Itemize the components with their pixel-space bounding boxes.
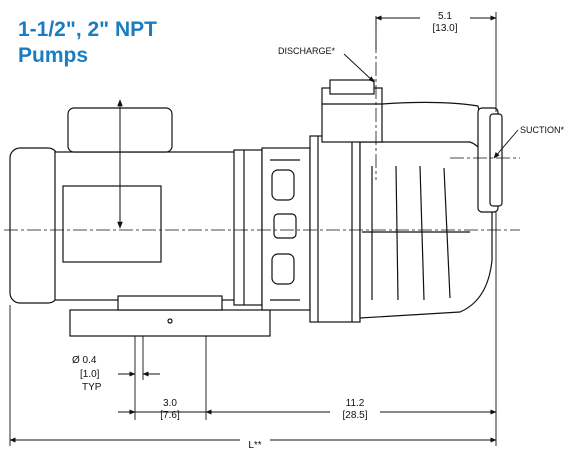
bolt-hole-mark [167,318,173,324]
top-width-mm: [13.0] [432,23,457,34]
hole-to-end-mm: [28.5] [342,410,367,421]
bolt-hole-mm: [1.0] [80,369,100,380]
overall-length-label: L** [248,440,261,451]
motor-end-cap [9,147,59,304]
callout-leaders [343,53,519,159]
adapter-rib-bottom [271,253,295,285]
bolt-hole-inches: Ø 0.4 [72,355,97,366]
hole-spacing-mm: [7.6] [160,410,180,421]
hole-spacing-inches: 3.0 [163,398,177,409]
bolt-hole-typ: TYP [82,382,102,393]
suction-label: SUCTION* [520,125,565,135]
page-title-line1: 1-1/2", 2" NPT [18,18,157,41]
discharge-port [321,87,383,143]
motor-assembly [9,107,271,337]
adapter-rib-mid [273,213,297,239]
adapter-rib-top [271,169,295,201]
pump-head [261,79,503,323]
discharge-label: DISCHARGE* [278,46,336,56]
page-title-line2: Pumps [18,44,89,67]
motor-flange [233,149,263,306]
base-foot [117,295,223,311]
motor-nameplate [62,185,162,263]
hole-to-end-inches: 11.2 [346,398,365,409]
top-width-inches: 5.1 [438,11,452,22]
